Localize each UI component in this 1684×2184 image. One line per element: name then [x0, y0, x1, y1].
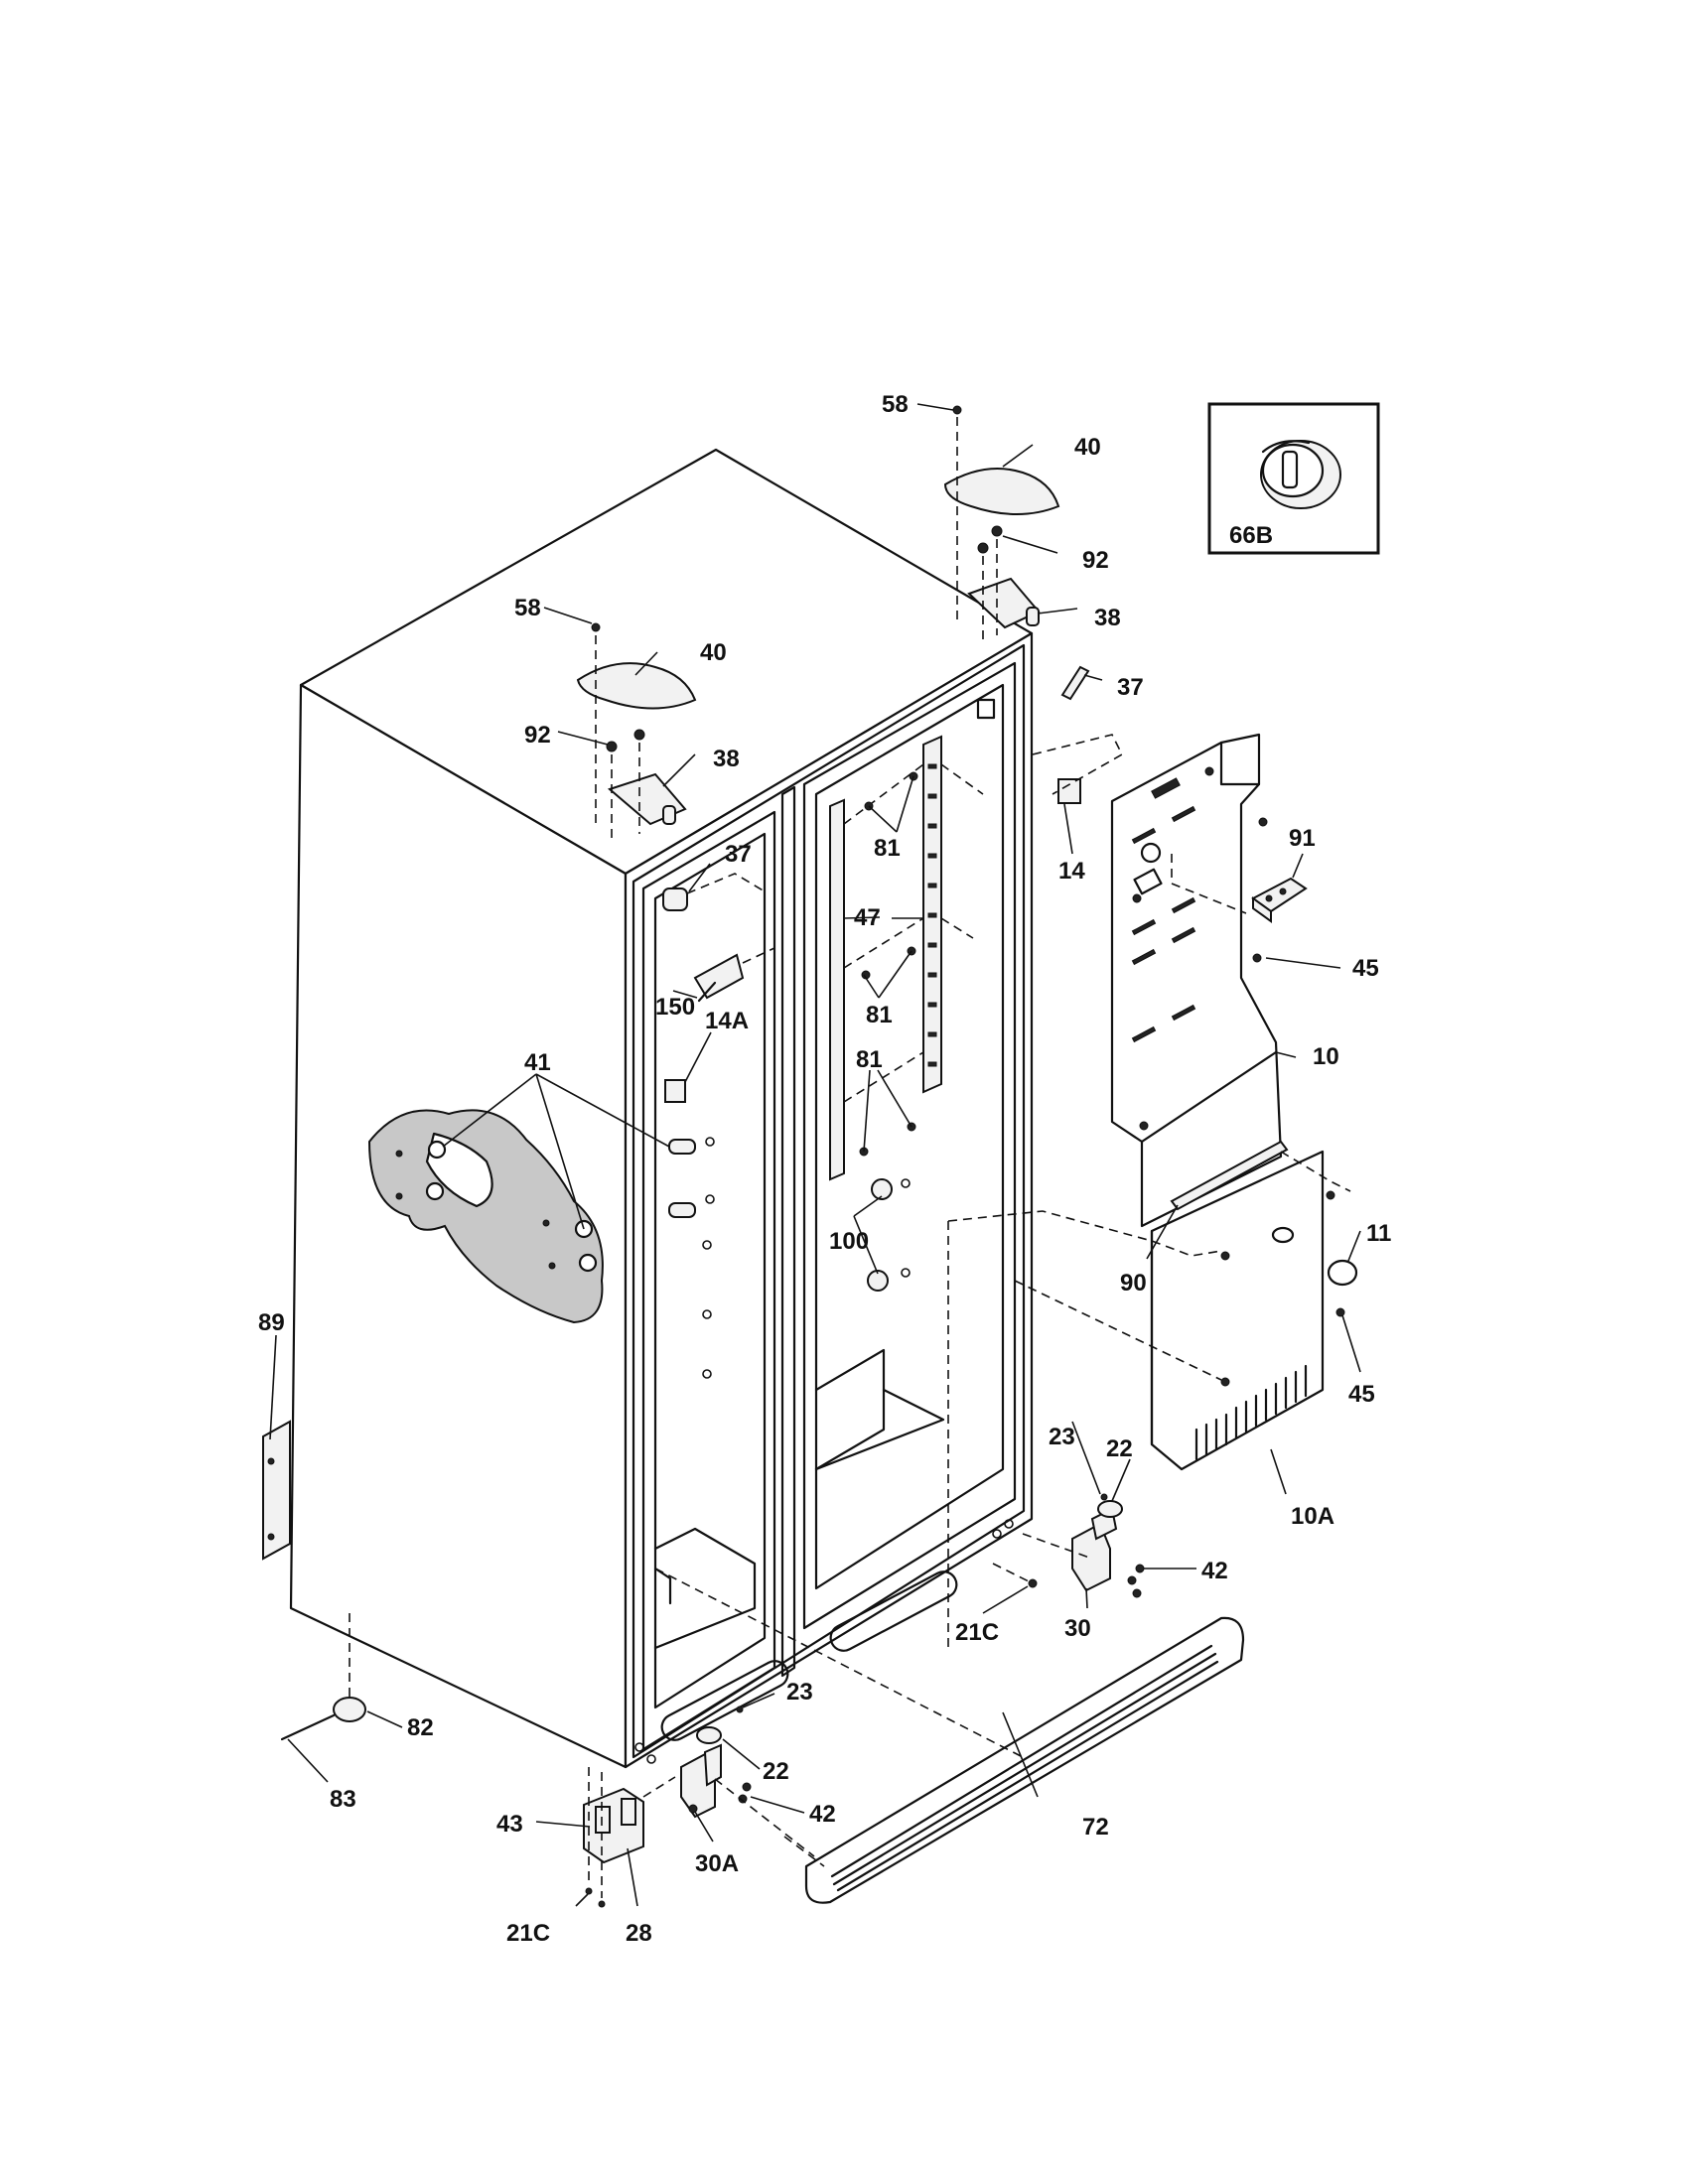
- shelf-rails: [829, 735, 984, 1292]
- center-mullion: [780, 785, 796, 1678]
- callout-22: 22: [1106, 1435, 1133, 1462]
- callout-10: 10: [1313, 1043, 1339, 1070]
- callout-82: 82: [407, 1714, 434, 1741]
- callout-43: 43: [496, 1811, 523, 1838]
- assembly-lines-top: [595, 417, 998, 839]
- hinge-block: [976, 698, 996, 720]
- hole: [992, 1529, 1002, 1539]
- fresh-liner-inner: [814, 683, 1005, 1590]
- callout-40: 40: [700, 639, 727, 666]
- screws-top: [591, 405, 1003, 752]
- rail-left: [829, 798, 845, 1181]
- callout-92: 92: [1082, 547, 1109, 574]
- callout-38: 38: [713, 746, 740, 772]
- freezer-parts: [662, 873, 775, 1218]
- grille-recess-right: [829, 1570, 958, 1652]
- bracket-91: [1251, 877, 1308, 923]
- freezer-liner-outer: [641, 810, 776, 1751]
- cabinet: [289, 448, 1034, 1769]
- callout-81: 81: [856, 1046, 883, 1073]
- plug-37: [662, 887, 688, 911]
- callout-10A: 10A: [1291, 1503, 1334, 1530]
- toe-grille-72: [804, 1616, 1245, 1904]
- callout-83: 83: [330, 1786, 356, 1813]
- hinge-pin-22: [696, 1726, 722, 1744]
- callout-23: 23: [1049, 1424, 1075, 1450]
- callout-11: 11: [1366, 1220, 1391, 1247]
- inset-label: 66B: [1229, 522, 1273, 549]
- panel-10A: [1150, 1150, 1345, 1471]
- callout-42: 42: [809, 1801, 836, 1828]
- hole: [634, 1742, 644, 1752]
- callout-30: 30: [1064, 1615, 1091, 1642]
- hinge-pin-22: [1097, 1500, 1123, 1518]
- insulation-patch: [367, 1109, 604, 1324]
- callout-14A: 14A: [705, 1008, 749, 1034]
- switch-14A: [664, 1079, 686, 1103]
- freezer-liner-inner: [653, 832, 767, 1709]
- knob-100: [867, 1270, 889, 1292]
- callout-45: 45: [1352, 955, 1379, 982]
- knob-100: [871, 1178, 893, 1200]
- leveling-foot-82: [280, 1697, 366, 1741]
- assembly-lines-right: [947, 1151, 1351, 1648]
- callout-42: 42: [1201, 1558, 1228, 1584]
- callout-58: 58: [514, 595, 541, 621]
- callout-22: 22: [763, 1758, 789, 1785]
- callout-47: 47: [854, 904, 881, 931]
- callout-41: 41: [524, 1049, 551, 1076]
- callout-72: 72: [1082, 1814, 1109, 1841]
- callout-21C: 21C: [506, 1920, 550, 1947]
- ring-11: [1327, 1259, 1358, 1287]
- callout-14: 14: [1058, 858, 1085, 885]
- hinge-cover-right: [943, 468, 1060, 515]
- hinge-30: [1028, 1493, 1145, 1598]
- bracket-150: [693, 953, 745, 1000]
- hole: [702, 1240, 712, 1250]
- strip-90: [1170, 1140, 1289, 1211]
- roller-assembly-43-28: [583, 1787, 644, 1908]
- callout-28: 28: [626, 1920, 652, 1947]
- grille-recess-left: [660, 1660, 789, 1741]
- callout-92: 92: [524, 722, 551, 749]
- callout-100: 100: [829, 1228, 869, 1255]
- callout-150: 150: [655, 994, 695, 1021]
- callout-labels: 58 40 92 38 37 58 40 92 38 37 14 91 45 1…: [258, 391, 1391, 1947]
- side-bracket-89: [262, 1420, 291, 1561]
- pin-37-right: [1060, 665, 1090, 701]
- callout-89: 89: [258, 1309, 285, 1336]
- callout-81: 81: [866, 1002, 893, 1028]
- hole: [702, 1309, 712, 1319]
- callout-23: 23: [786, 1679, 813, 1706]
- hole: [702, 1369, 712, 1379]
- callout-37: 37: [1117, 674, 1144, 701]
- fresh-liner-outer: [802, 661, 1017, 1630]
- peg: [668, 1202, 696, 1218]
- leader-lines: [269, 403, 1361, 1907]
- callout-37: 37: [725, 841, 752, 868]
- callout-40: 40: [1074, 434, 1101, 461]
- callout-38: 38: [1094, 605, 1121, 631]
- callout-91: 91: [1289, 825, 1316, 852]
- switch-14: [1032, 734, 1124, 804]
- hole: [1004, 1519, 1014, 1529]
- peg: [668, 1139, 696, 1155]
- callout-90: 90: [1120, 1270, 1147, 1297]
- hole: [646, 1754, 656, 1764]
- freezer-floor: [653, 1527, 757, 1650]
- front-flange: [632, 643, 1026, 1759]
- callout-58: 58: [882, 391, 909, 418]
- panel-10: [1110, 733, 1283, 1228]
- hinge-30A: [680, 1706, 752, 1819]
- callout-30A: 30A: [695, 1850, 739, 1877]
- fresh-floor-edge: [814, 1388, 945, 1471]
- callout-81: 81: [874, 835, 901, 862]
- inset-66B: 66B: [1207, 402, 1380, 555]
- callout-21C: 21C: [955, 1619, 999, 1646]
- callout-45: 45: [1348, 1381, 1375, 1408]
